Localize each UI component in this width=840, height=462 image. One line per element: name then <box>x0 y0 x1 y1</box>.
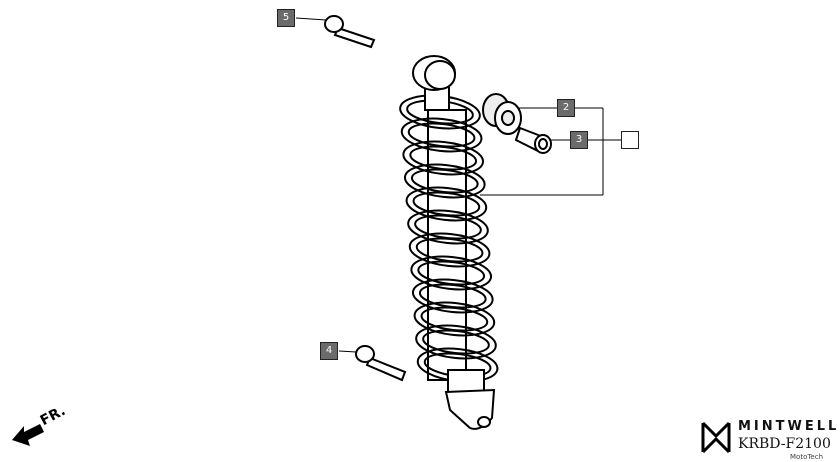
shock-top-eye <box>412 55 456 111</box>
spring-coil <box>413 301 496 337</box>
spring-coil <box>411 278 494 314</box>
part-code: KRBD-F2100 <box>738 436 831 452</box>
spring-coil <box>402 140 485 176</box>
bolt-lower <box>355 345 407 382</box>
leader-lines <box>295 17 621 353</box>
shock-spring <box>399 94 499 383</box>
bushing-part <box>482 93 522 135</box>
front-arrow-icon <box>12 424 44 446</box>
callout-4[interactable]: 4 <box>320 342 338 360</box>
spring-coil <box>415 324 497 360</box>
bolt-upper <box>324 15 376 49</box>
spring-coil <box>400 117 483 153</box>
callout-3[interactable]: 3 <box>570 131 588 149</box>
mintwell-logo <box>701 421 731 454</box>
callout-5[interactable]: 5 <box>277 9 295 27</box>
collar-part <box>514 126 552 154</box>
watermark: MotoTech <box>790 453 824 461</box>
spring-coil <box>403 163 486 199</box>
callout-empty[interactable] <box>621 131 639 149</box>
spring-coil <box>407 209 489 245</box>
spring-coil <box>408 232 491 268</box>
spring-coil <box>405 186 488 222</box>
spring-coil <box>410 255 493 291</box>
callout-2[interactable]: 2 <box>557 99 575 117</box>
shock-lower-mount <box>444 369 496 430</box>
brand-name: MINTWELL <box>738 419 840 434</box>
